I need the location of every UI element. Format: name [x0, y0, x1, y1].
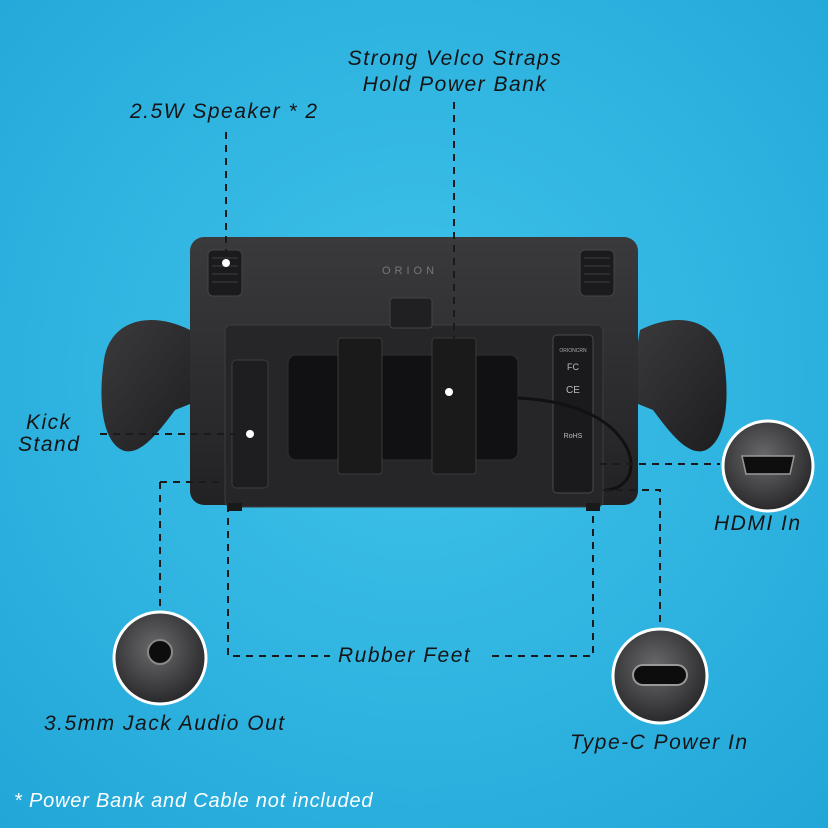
kickstand [231, 359, 269, 489]
svg-text:ORIONCRN: ORIONCRN [559, 348, 587, 354]
brand-logo: ORION [382, 265, 438, 277]
straps-label-line2: Hold Power Bank [362, 73, 548, 96]
footnote: * Power Bank and Cable not included [14, 790, 374, 812]
straps-label-line1: Strong Velco Straps [347, 47, 563, 70]
typec-label: Type-C Power In [570, 731, 749, 754]
kickstand-label-line1: Kick [26, 411, 72, 434]
right-speaker-grille [579, 249, 615, 297]
rubber-feet-label: Rubber Feet [338, 644, 472, 667]
kickstand-marker [246, 430, 254, 438]
speaker-label: 2.5W Speaker * 2 [130, 100, 319, 123]
hdmi-label: HDMI In [714, 512, 802, 535]
svg-text:CE: CE [566, 385, 580, 396]
kickstand-label: Kick Stand [18, 412, 80, 456]
straps-label: Strong Velco Straps Hold Power Bank [340, 46, 570, 98]
svg-text:FC: FC [567, 362, 579, 372]
cable [517, 396, 633, 492]
audio-jack-label: 3.5mm Jack Audio Out [44, 712, 286, 735]
svg-text:RoHS: RoHS [564, 433, 583, 440]
speaker-marker [222, 259, 230, 267]
left-speaker-grille [207, 249, 243, 297]
typec-port-inset [611, 627, 709, 725]
rubber-foot-left [228, 503, 242, 511]
velcro-strap-right [431, 337, 477, 475]
velcro-strap-left [337, 337, 383, 475]
strap-marker [445, 388, 453, 396]
hdmi-port-inset [721, 419, 815, 513]
top-clip [389, 297, 433, 329]
power-bank [287, 354, 519, 461]
audio-jack-inset [112, 610, 208, 706]
kickstand-label-line2: Stand [18, 433, 81, 456]
